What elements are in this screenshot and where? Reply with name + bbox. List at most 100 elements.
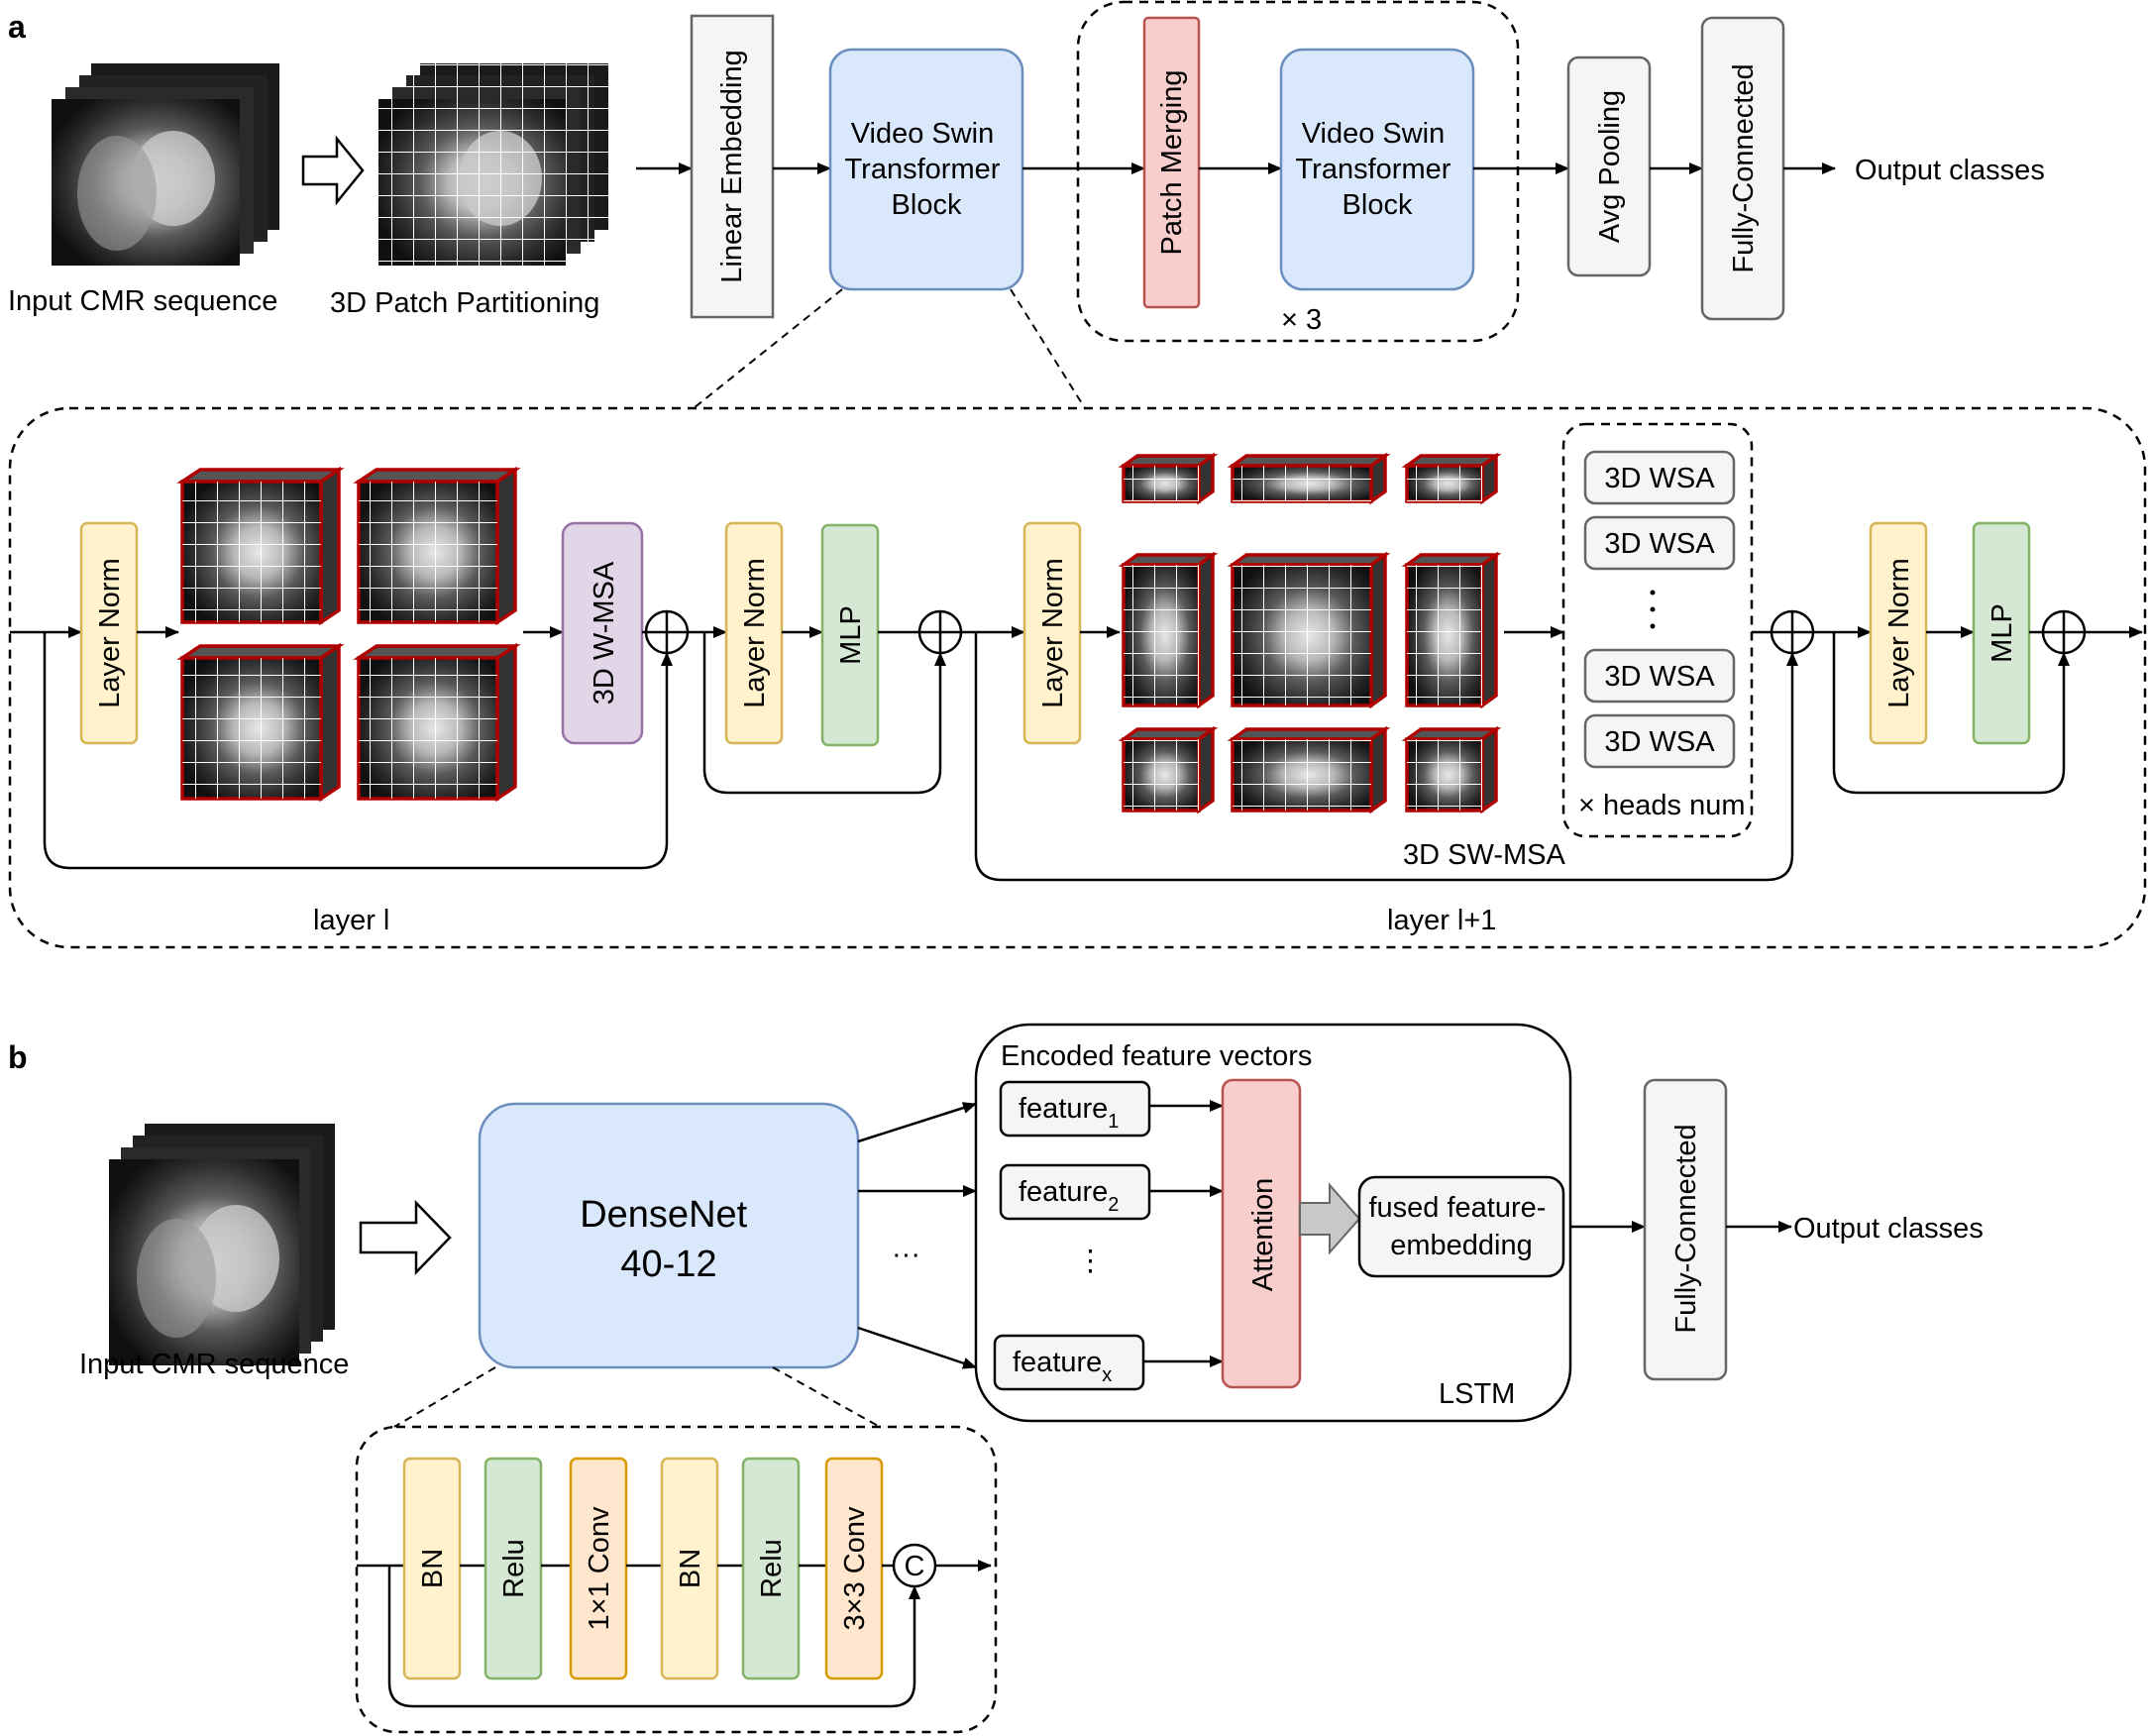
window-cube (176, 642, 345, 803)
dense-layer-detail (355, 1425, 998, 1734)
layer-norm-3-label: Layer Norm (1037, 558, 1069, 708)
avg-pooling-box (1566, 55, 1652, 277)
wsa-head-label: 3D WSA (1604, 726, 1715, 758)
input-cmr-label: Input CMR sequence (8, 285, 277, 317)
fused-embedding-label: fused feature- embedding (1368, 1192, 1554, 1261)
lstm-label: LSTM (1439, 1378, 1515, 1410)
arrow-to-feature-x (857, 1326, 977, 1369)
fully-connected-a-label: Fully-Connected (1728, 63, 1760, 272)
window-cube (353, 466, 521, 626)
layer-l1-label: layer l+1 (1387, 905, 1496, 936)
layer-norm-1-label: Layer Norm (94, 558, 126, 708)
bn-1-label: BN (417, 1549, 449, 1588)
panel-a-letter: a (8, 9, 26, 45)
linear-embedding-label: Linear Embedding (716, 50, 748, 282)
window-cube (176, 466, 345, 626)
relu-2-label: Relu (756, 1539, 788, 1598)
window-cube (353, 642, 521, 803)
residual-add-2-icon (917, 609, 963, 655)
wsa-head-box (1583, 648, 1736, 704)
output-classes-b: Output classes (1793, 1213, 1984, 1245)
zoom-line-b-left (393, 1366, 496, 1428)
input-cmr-image-stack (52, 63, 279, 266)
wsa-head-box (1583, 713, 1736, 769)
horizontal-dots: ··· (892, 1239, 920, 1270)
conv3x3-label: 3×3 Conv (839, 1506, 871, 1630)
skip-connection-2 (702, 632, 946, 795)
shifted-cube (1118, 725, 1219, 814)
encoded-feature-label: Encoded feature vectors (1001, 1040, 1312, 1072)
relu-2-box (741, 1457, 801, 1681)
wsa-head-box (1583, 515, 1736, 571)
shifted-cube (1227, 452, 1391, 505)
conv3x3-box (824, 1457, 884, 1681)
fused-embedding-box (1357, 1175, 1565, 1278)
layer-l-label: layer l (313, 905, 389, 936)
mlp-1-box (820, 523, 880, 747)
patch-partition-label: 3D Patch Partitioning (330, 287, 599, 319)
mlp-1-label: MLP (835, 605, 867, 665)
skip-connection-3 (974, 632, 1798, 882)
residual-add-3-icon (1770, 609, 1815, 655)
w-msa-label: 3D W-MSA (589, 561, 620, 705)
skip-connection-1 (43, 632, 673, 870)
wsa-heads-group (1561, 422, 1754, 838)
zoom-line-right (1010, 288, 1086, 409)
attention-label: Attention (1247, 1178, 1279, 1291)
feature-1-label: feature1 (1019, 1093, 1119, 1133)
zoom-line-left (693, 288, 843, 409)
window-partition-cubes (176, 466, 521, 803)
feature-1-box (999, 1080, 1151, 1138)
wsa-head-label: 3D WSA (1604, 463, 1715, 494)
relu-1-label: Relu (498, 1539, 530, 1598)
input-cmr-image-stack-b (109, 1124, 335, 1365)
wsa-head-label: 3D WSA (1604, 528, 1715, 560)
zoom-line-b-right (772, 1366, 881, 1428)
layer-norm-4-label: Layer Norm (1883, 558, 1915, 708)
shifted-cube (1227, 725, 1391, 814)
hollow-arrow-b-icon (359, 1199, 452, 1276)
conv1x1-label: 1×1 Conv (584, 1506, 615, 1630)
avg-pooling-label: Avg Pooling (1594, 90, 1626, 243)
stage-repeat-group (1076, 0, 1520, 343)
fuse-arrow-icon (1299, 1182, 1361, 1255)
shifted-cube (1401, 551, 1502, 709)
densenet-label: DenseNet 40-12 (580, 1194, 758, 1285)
vst-block-2-label: Video Swin Transformer Block (1296, 118, 1459, 221)
fully-connected-b-box (1643, 1078, 1728, 1381)
shifted-window-cubes (1118, 452, 1502, 814)
arrow-to-feature-1 (857, 1102, 977, 1143)
shifted-cube (1227, 551, 1391, 709)
bn-2-box (660, 1457, 719, 1681)
mlp-2-label: MLP (1987, 603, 2018, 663)
vertical-dots: ⋮ (1076, 1246, 1105, 1277)
panel-b-letter: b (8, 1039, 28, 1075)
shifted-cube (1401, 452, 1502, 505)
vst-block-detail (8, 406, 2147, 949)
layer-norm-2-label: Layer Norm (739, 558, 771, 708)
repeat-x3-label: × 3 (1281, 304, 1322, 336)
concat-icon: C (892, 1543, 937, 1588)
vertical-ellipsis-icon (1650, 590, 1656, 629)
densenet-box (478, 1102, 860, 1369)
svg-text:C: C (905, 1551, 925, 1582)
conv1x1-box (569, 1457, 628, 1681)
hollow-arrow-icon (301, 135, 365, 206)
residual-add-4-icon (2041, 609, 2087, 655)
fully-connected-b-label: Fully-Connected (1670, 1124, 1702, 1333)
vst-block-label: Video Swin Transformer Block (845, 118, 1009, 221)
feature-2-label: feature2 (1019, 1176, 1119, 1216)
skip-connection-4 (1832, 632, 2070, 795)
patch-merging-label: Patch Merging (1156, 70, 1188, 256)
bn-1-box (402, 1457, 462, 1681)
residual-add-1-icon (644, 609, 690, 655)
shifted-cube (1401, 725, 1502, 814)
shifted-cube (1118, 452, 1219, 505)
heads-num-label: × heads num (1578, 790, 1745, 821)
input-cmr-label-b: Input CMR sequence (79, 1349, 349, 1380)
output-classes-a: Output classes (1855, 155, 2045, 186)
bn-2-label: BN (675, 1549, 706, 1588)
dense-skip-connection (387, 1566, 920, 1708)
relu-1-box (483, 1457, 543, 1681)
wsa-head-label: 3D WSA (1604, 661, 1715, 693)
